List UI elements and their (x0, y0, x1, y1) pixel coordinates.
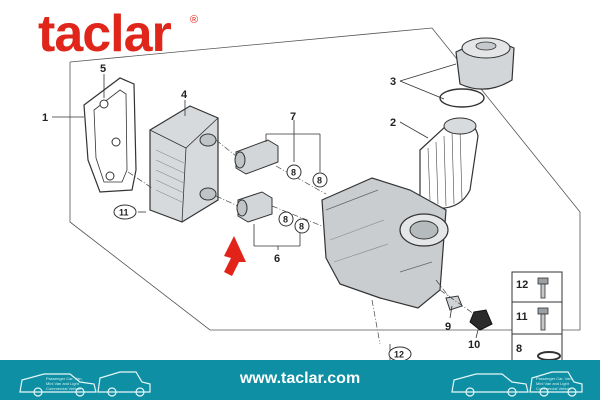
callout-5: 5 (100, 63, 106, 75)
footer-graphics (19, 371, 583, 397)
callout-8-circle-b: 8 (312, 172, 328, 188)
part-gasket (83, 77, 137, 193)
callout-11-pill: 11 (113, 204, 137, 220)
bolt-icon-11 (537, 307, 549, 331)
part-oil-cooler (149, 105, 219, 223)
part-filter-housing (321, 177, 449, 309)
part-sensor (469, 309, 493, 331)
callout-2: 2 (390, 117, 396, 129)
callout-3: 3 (390, 76, 396, 88)
callout-9: 9 (445, 321, 451, 333)
vehicle-silhouette-icon-right (451, 371, 583, 397)
part-connector-upper (234, 139, 279, 175)
callout-10: 10 (468, 339, 480, 351)
callout-8b: 8 (317, 176, 322, 186)
footer-note-right: Passenger Car, Van, Mini Van and Light C… (536, 376, 573, 391)
arrow-indicator-icon (224, 236, 246, 276)
vehicle-silhouette-icon (19, 371, 151, 397)
hardware-legend: 12 11 8 (511, 271, 563, 363)
website-link[interactable]: www.taclar.com (239, 370, 361, 387)
callout-7: 7 (290, 111, 296, 123)
callout-11: 11 (119, 208, 129, 218)
legend-item-12: 12 (516, 279, 528, 291)
legend-item-11: 11 (516, 311, 528, 323)
callout-6: 6 (274, 253, 280, 265)
registered-mark: ® (190, 14, 199, 26)
callout-8-circle-d: 8 (294, 218, 310, 234)
assembly-frame (69, 27, 581, 331)
guide-lines (127, 139, 475, 345)
leader-lines (52, 63, 479, 360)
bolt-icon-12 (537, 277, 549, 299)
callout-8a: 8 (291, 168, 296, 178)
legend-item-8: 8 (516, 343, 522, 355)
part-o-ring (439, 88, 485, 108)
callout-1: 1 (42, 112, 48, 124)
callout-4: 4 (181, 89, 188, 101)
brand-logo: taclar (38, 5, 172, 63)
callout-8d: 8 (299, 222, 304, 232)
callout-8c: 8 (283, 215, 288, 225)
footer-note-left: Passenger Car, Van, Mini Van and Light C… (46, 376, 83, 391)
part-filter-cap (455, 37, 515, 90)
part-fitting (445, 295, 463, 311)
callout-8-circle-a: 8 (286, 164, 302, 180)
footer-bar: Passenger Car, Van, Mini Van and Light C… (0, 360, 600, 400)
part-connector-lower (236, 191, 273, 223)
part-filter-element (419, 117, 479, 209)
callout-8-circle-c: 8 (278, 211, 294, 227)
callout-12-pill: 12 (388, 346, 412, 362)
callout-12: 12 (394, 350, 404, 360)
